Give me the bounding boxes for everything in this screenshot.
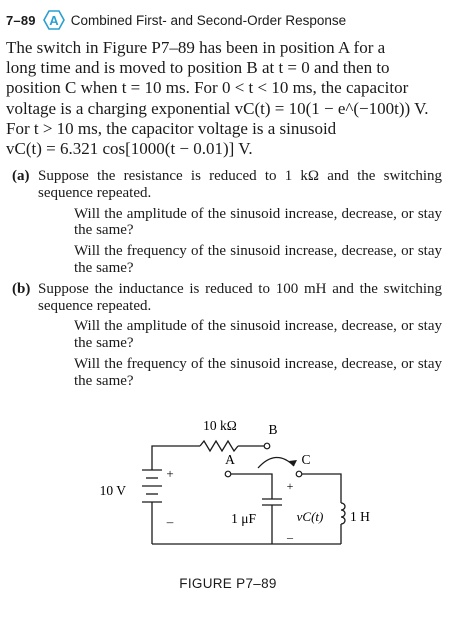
source-minus: – <box>166 514 174 529</box>
badge-letter: A <box>49 13 59 28</box>
badge-chevron-icon: A <box>42 10 65 30</box>
node-a-label: A <box>225 452 235 467</box>
statement-line: long time and is moved to position B at … <box>6 58 390 78</box>
statement-line: position C when t = 10 ms. For 0 < t < 1… <box>6 78 409 98</box>
terminal-b <box>263 442 271 450</box>
statement-line: For t > 10 ms, the capacitor voltage is … <box>6 118 337 138</box>
problem-parts: (a) Suppose the resistance is reduced to… <box>12 168 442 394</box>
statement-line: The switch in Figure P7–89 has been in p… <box>6 38 386 57</box>
terminal-c <box>295 470 303 478</box>
statement-line: vC(t) = 6.321 cos[1000(t − 0.01)] V. <box>6 139 253 159</box>
node-c-label: C <box>301 452 310 467</box>
arrow-head-icon <box>289 460 297 466</box>
vc-label: vC(t) <box>297 509 324 524</box>
problem-statement: The switch in Figure P7–89 has been in p… <box>6 38 442 159</box>
part-b-question-amplitude: Will the amplitude of the sinusoid incre… <box>74 318 442 352</box>
source-label: 10 V <box>100 483 127 498</box>
statement-line: voltage is a charging exponential vC(t) … <box>6 98 429 118</box>
vc-minus: – <box>286 530 294 544</box>
inductor-coil <box>340 502 346 525</box>
wire <box>299 473 342 503</box>
figure-caption: FIGURE P7–89 <box>179 576 277 591</box>
part-b-label: (b) <box>12 280 31 297</box>
difficulty-badge: A <box>42 10 65 30</box>
vc-plus: + <box>287 479 294 493</box>
resistor-symbol <box>199 439 239 453</box>
capacitor-label: 1 μF <box>231 511 256 526</box>
problem-title: Combined First- and Second-Order Respons… <box>70 12 347 28</box>
wire <box>252 473 273 499</box>
wire <box>151 445 200 470</box>
part-b-question-frequency: Will the frequency of the sinusoid incre… <box>74 355 442 389</box>
problem-header: 7–89 A Combined First- and Second-Order … <box>6 10 346 30</box>
problem-number: 7–89 <box>6 12 36 28</box>
part-a-question-frequency: Will the frequency of the sinusoid incre… <box>74 243 442 276</box>
switch-arrow <box>257 456 295 469</box>
source-plus: + <box>166 466 173 481</box>
node-b-label: B <box>268 422 277 437</box>
terminal-a <box>224 470 232 478</box>
part-a-text: Suppose the resistance is reduced to 1 k… <box>38 168 442 201</box>
part-a-question-amplitude: Will the amplitude of the sinusoid incre… <box>74 205 442 239</box>
part-a: (a) Suppose the resistance is reduced to… <box>12 168 442 202</box>
part-b: (b) Suppose the inductance is reduced to… <box>12 281 442 315</box>
inductor-label: 1 H <box>350 509 370 524</box>
resistor-label: 10 kΩ <box>203 418 237 433</box>
part-b-text: Suppose the inductance is reduced to 100… <box>38 280 442 314</box>
part-a-label: (a) <box>12 168 30 184</box>
